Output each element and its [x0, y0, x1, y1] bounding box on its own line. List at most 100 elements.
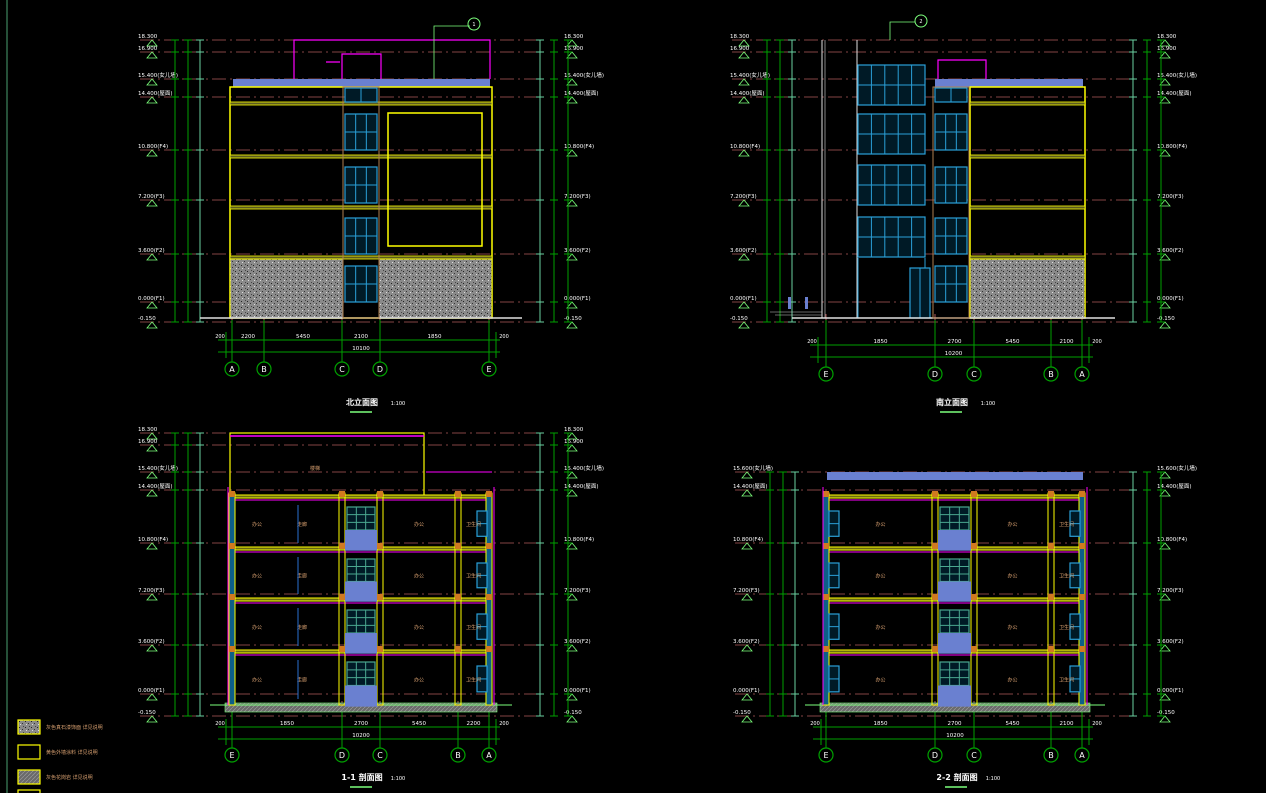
level-mark-icon — [738, 199, 750, 207]
roof-stair-house — [326, 53, 382, 79]
dimension-text: 2200 — [241, 334, 255, 340]
dimension-total-text: 10100 — [352, 346, 370, 352]
window — [346, 661, 376, 687]
floor-band — [229, 154, 493, 159]
room-label: 走廊 — [297, 521, 307, 528]
level-label-right: 10.800(F4) — [564, 144, 594, 150]
axis-label: A — [1079, 751, 1085, 760]
legend-label: 黄色外墙涂料 详见说明 — [46, 749, 98, 756]
level-label-right: 16.900 — [1157, 46, 1177, 52]
level-label-right: 18.300 — [564, 427, 584, 433]
level-label-left: 15.400(女儿墙) — [730, 71, 770, 79]
level-mark-icon — [566, 693, 578, 701]
level-label-left: 18.300 — [138, 34, 158, 40]
level-label-left: 3.600(F2) — [730, 248, 757, 254]
level-mark-icon — [741, 471, 753, 479]
level-label-left: 10.800(F4) — [138, 144, 168, 150]
axis-label: B — [1048, 751, 1054, 760]
stair-flight — [345, 581, 377, 602]
dimension-text: 1850 — [874, 339, 888, 345]
room-label: 办公 — [414, 677, 424, 684]
drawing-title: 北立面图 — [346, 397, 378, 407]
room-label: 办公 — [252, 573, 262, 580]
dimension-text: 5450 — [1006, 339, 1020, 345]
section-2-2: 15.600(女儿墙)15.600(女儿墙)14.400(屋面)14.400(屋… — [733, 464, 1197, 788]
dimension-total-text: 10200 — [352, 733, 370, 739]
level-mark-icon — [1159, 593, 1171, 601]
level-label-left: -0.150 — [138, 710, 156, 716]
level-label-left: 0.000(F1) — [733, 688, 760, 694]
index-leader — [889, 21, 915, 40]
level-mark-icon — [566, 96, 578, 104]
axis-bubble — [1074, 747, 1090, 763]
window — [939, 661, 970, 687]
stone-base — [378, 258, 493, 319]
beam-node — [455, 594, 461, 600]
index-mark-label: 1 — [472, 22, 475, 28]
legend-swatch — [17, 789, 41, 793]
axis-label: D — [377, 365, 383, 374]
index-leader — [433, 25, 470, 79]
level-mark-icon — [1159, 39, 1171, 47]
window — [346, 609, 376, 634]
beam-node — [377, 646, 383, 652]
level-label-right: 15.400(女儿墙) — [564, 464, 604, 472]
legend-label: 灰色花岗岩 详见说明 — [46, 774, 93, 781]
beam-node — [823, 491, 829, 497]
dimension-text: 2100 — [1060, 339, 1074, 345]
parapet-band — [827, 472, 1083, 480]
room-label: 楼梯 — [310, 465, 320, 472]
dimension-text: 2200 — [467, 721, 481, 727]
level-label-right: 7.200(F3) — [564, 194, 591, 200]
floor-slab — [824, 494, 1086, 499]
axis-bubble — [927, 747, 943, 763]
level-mark-icon — [741, 593, 753, 601]
level-mark-icon — [738, 149, 750, 157]
stair-flight — [938, 685, 971, 707]
level-label-right: 7.200(F3) — [564, 588, 591, 594]
beam-node — [1079, 543, 1085, 549]
axis-label: A — [229, 365, 235, 374]
legend-swatch — [17, 719, 41, 735]
level-label-right: 0.000(F1) — [564, 688, 591, 694]
beam-node — [486, 594, 492, 600]
level-label-left: 16.900 — [138, 439, 158, 445]
axis-bubble — [372, 361, 388, 377]
floor-band — [969, 205, 1086, 210]
level-mark-icon — [738, 301, 750, 309]
level-label-left: 0.000(F1) — [138, 688, 165, 694]
level-mark-icon — [566, 644, 578, 652]
level-mark-icon — [741, 542, 753, 550]
level-label-left: -0.150 — [733, 710, 751, 716]
stone-base — [969, 258, 1086, 319]
railing-post — [805, 297, 808, 309]
drawing-scale: 1:100 — [986, 776, 1000, 782]
room-label: 办公 — [252, 677, 262, 684]
level-label-left: 10.800(F4) — [733, 537, 763, 543]
beam-node — [823, 543, 829, 549]
stair-flight — [938, 633, 971, 654]
room-label: 卫生间 — [1059, 521, 1074, 528]
beam-node — [377, 594, 383, 600]
level-mark-icon — [146, 51, 158, 59]
floor-band — [229, 205, 493, 210]
axis-bubble — [334, 361, 350, 377]
level-mark-icon — [146, 542, 158, 550]
level-mark-icon — [566, 471, 578, 479]
beam-node — [823, 594, 829, 600]
level-label-right: 0.000(F1) — [1157, 688, 1184, 694]
level-label-left: 10.800(F4) — [138, 537, 168, 543]
level-mark-icon — [146, 432, 158, 440]
beam-node — [229, 491, 235, 497]
dimension-text: 2700 — [948, 721, 962, 727]
level-label-right: 16.900 — [564, 46, 584, 52]
beam-node — [339, 594, 345, 600]
level-label-left: 3.600(F2) — [138, 248, 165, 254]
level-label-right: 14.400(屋面) — [1157, 90, 1192, 97]
stair-flight — [938, 530, 971, 551]
stair-column-outline — [932, 86, 970, 319]
level-mark-icon — [566, 444, 578, 452]
